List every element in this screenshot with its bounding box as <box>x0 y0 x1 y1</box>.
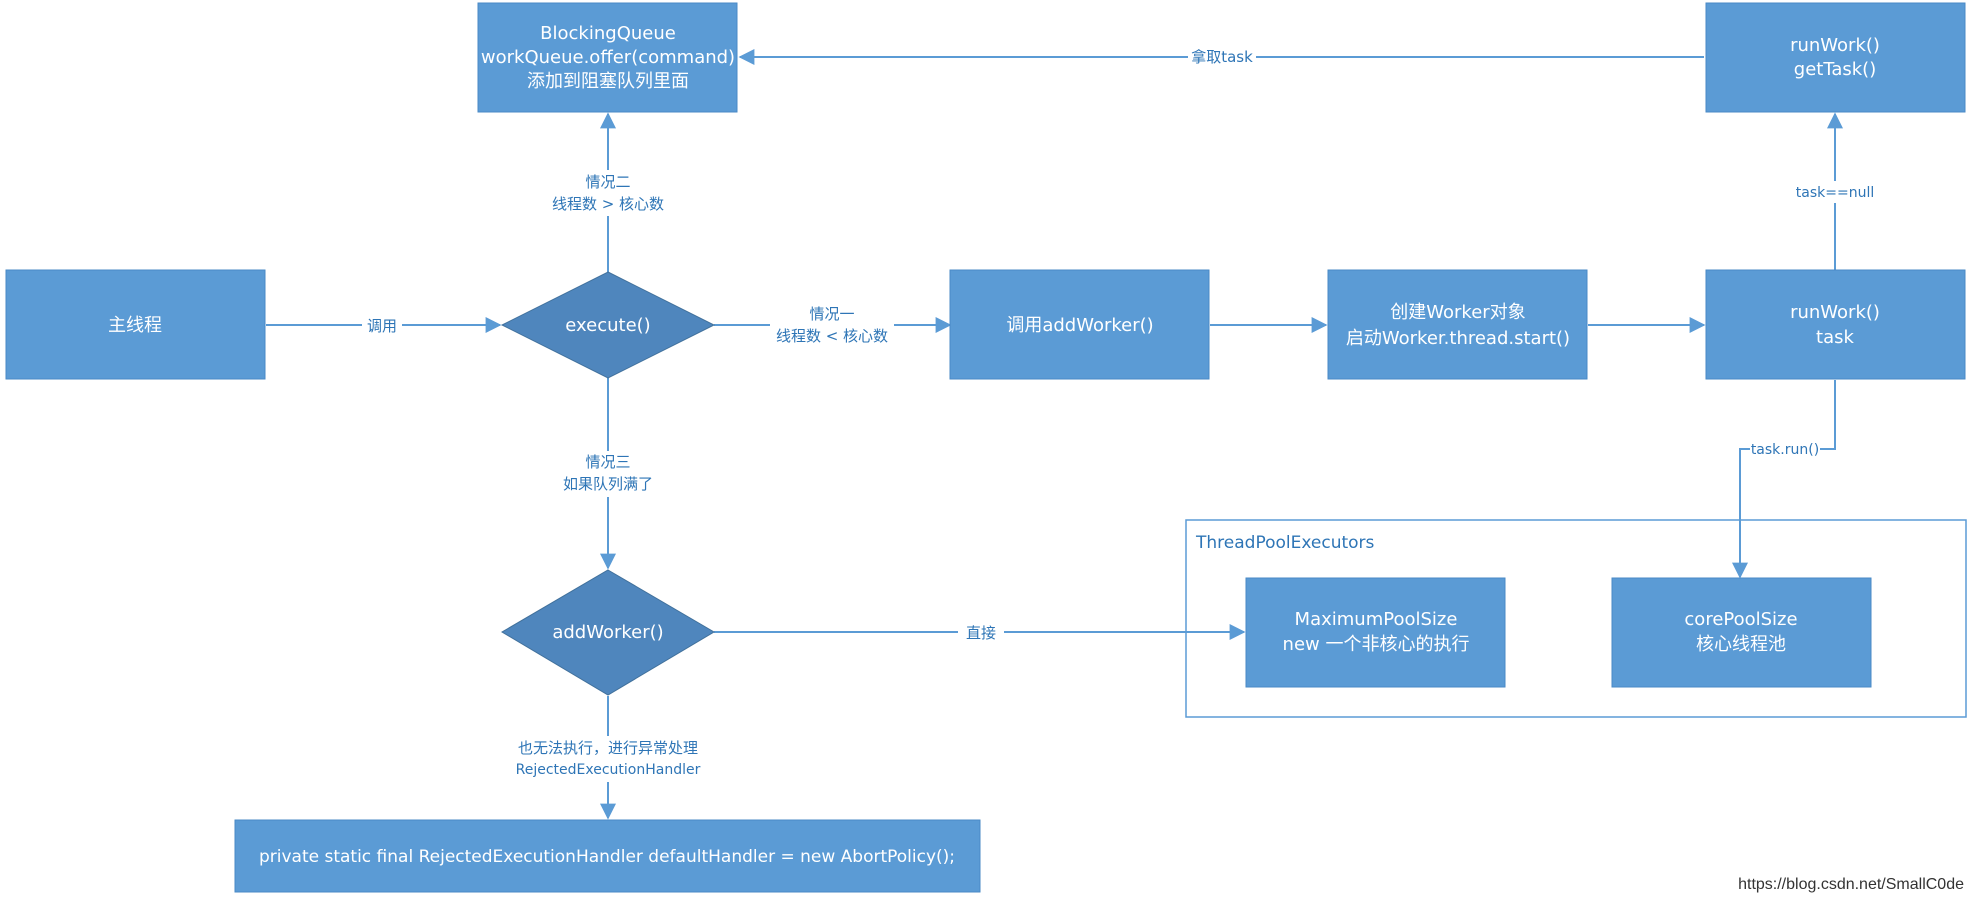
core-pool-size-node: corePoolSize 核心线程池 <box>1611 577 1872 688</box>
edge-label-case1-line2: 线程数 < 核心数 <box>776 327 888 345</box>
add-worker-decision-node: addWorker() <box>501 569 715 696</box>
execute-label: execute() <box>565 315 650 336</box>
call-add-worker-node: 调用addWorker() <box>949 269 1210 380</box>
reject-handler-node: private static final RejectedExecutionHa… <box>234 819 981 893</box>
edge-label-case2-line1: 情况二 <box>585 173 630 191</box>
group-title: ThreadPoolExecutors <box>1195 533 1375 553</box>
edge-label-reject-line1: 也无法执行，进行异常处理 <box>518 739 698 757</box>
blocking-queue-node: BlockingQueue workQueue.offer(command) 添… <box>477 2 738 113</box>
queue-line2: workQueue.offer(command) <box>481 47 735 68</box>
thread-pool-executors-group <box>1185 519 1967 718</box>
max-pool-line2: new 一个非核心的执行 <box>1283 634 1470 655</box>
edge-label-case1-line1: 情况一 <box>809 305 854 323</box>
runwork-task-line2: task <box>1816 327 1854 348</box>
create-worker-node: 创建Worker对象 启动Worker.thread.start() <box>1327 269 1588 380</box>
edge-task-run <box>1732 380 1836 579</box>
edge-label-call: 调用 <box>367 317 397 335</box>
create-worker-line1: 创建Worker对象 <box>1390 302 1525 323</box>
edge-label-case3-line2: 如果队列满了 <box>563 475 653 493</box>
edge-label-reject-line2: RejectedExecutionHandler <box>516 762 701 778</box>
call-add-worker-label: 调用addWorker() <box>1006 315 1153 336</box>
edge-label-take-task: 拿取task <box>1191 48 1253 66</box>
add-worker-diamond-label: addWorker() <box>552 622 663 643</box>
runwork-gettask-line1: runWork() <box>1790 35 1880 56</box>
edge-label-case3-line1: 情况三 <box>585 453 630 471</box>
runwork-task-line1: runWork() <box>1790 302 1880 323</box>
main-thread-label: 主线程 <box>108 315 162 336</box>
edge-label-direct: 直接 <box>966 624 996 642</box>
max-pool-line1: MaximumPoolSize <box>1295 609 1458 630</box>
main-thread-node: 主线程 <box>5 269 266 380</box>
core-pool-line2: 核心线程池 <box>1696 634 1786 655</box>
runwork-gettask-line2: getTask() <box>1794 59 1876 80</box>
execute-decision-node: execute() <box>500 271 716 379</box>
runwork-task-node: runWork() task <box>1705 269 1966 380</box>
reject-handler-label: private static final RejectedExecutionHa… <box>259 847 955 867</box>
runwork-gettask-node: runWork() getTask() <box>1705 2 1966 113</box>
core-pool-line1: corePoolSize <box>1684 609 1797 630</box>
maximum-pool-size-node: MaximumPoolSize new 一个非核心的执行 <box>1245 577 1506 688</box>
edge-label-task-null: task==null <box>1796 185 1874 201</box>
watermark: https://blog.csdn.net/SmallC0de <box>1738 876 1964 893</box>
queue-line1: BlockingQueue <box>540 23 676 44</box>
queue-line3: 添加到阻塞队列里面 <box>527 71 689 92</box>
edge-label-task-run: task.run() <box>1751 442 1819 458</box>
edge-label-case2-line2: 线程数 > 核心数 <box>552 195 664 213</box>
create-worker-line2: 启动Worker.thread.start() <box>1346 328 1570 349</box>
